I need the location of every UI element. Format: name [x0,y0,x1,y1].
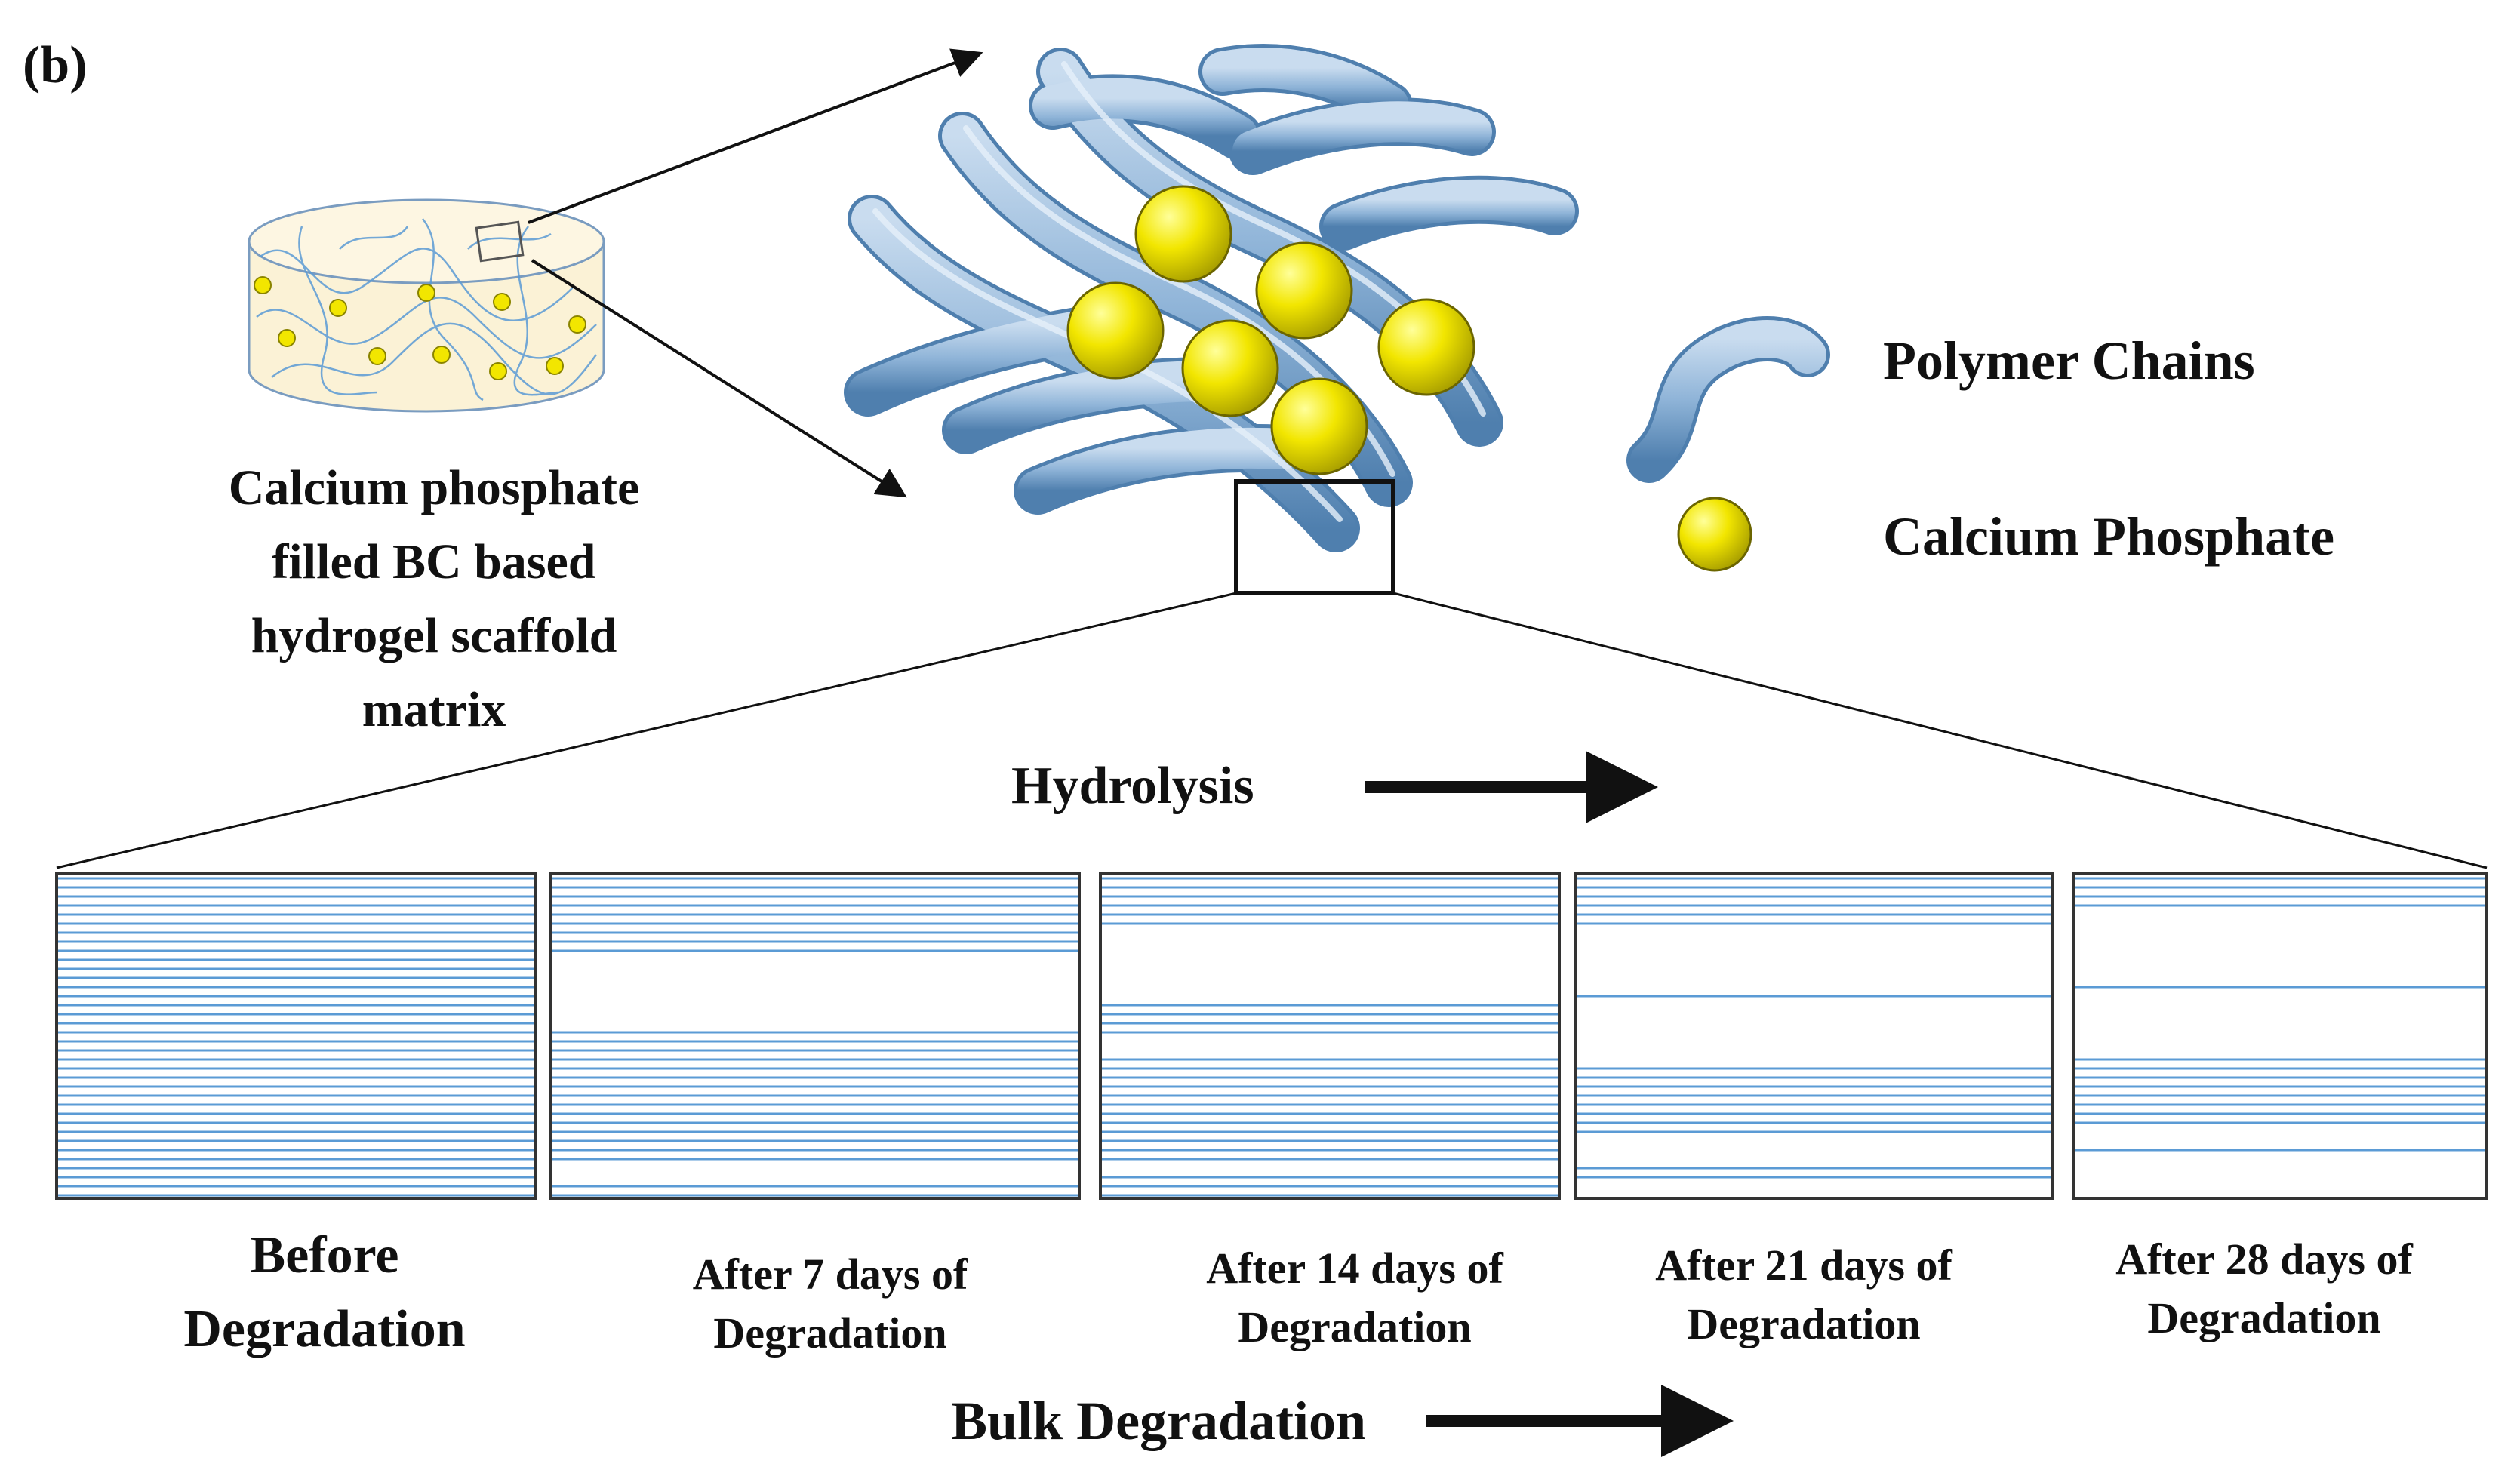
panel-border [1099,872,1561,1200]
stage-label-line: After 7 days of [692,1250,968,1299]
calcium-phosphate-legend-icon [1677,497,1752,572]
scaffold-caption: Calcium phosphate filled BC based hydrog… [170,451,698,747]
stage-label-1: After 7 days of Degradation [574,1245,1087,1363]
bulk-degradation-label: Bulk Degradation [951,1391,1367,1451]
polymer-network [844,44,1579,552]
stage-label-2: After 14 days of Degradation [1098,1239,1611,1357]
degradation-panel-1 [549,872,1081,1200]
scaffold-caption-line: matrix [362,682,506,737]
scaffold-caption-line: filled BC based [272,534,596,589]
panel-border [2072,872,2488,1200]
zoom-line-right [1392,592,2488,869]
stage-label-line: Degradation [183,1300,466,1358]
degradation-panels [55,872,2488,1200]
scaffold-caption-line: hydrogel scaffold [251,608,617,663]
arrow-to-network-top [528,48,983,224]
degradation-panel-0 [55,872,537,1200]
stage-label-3: After 21 days of Degradation [1547,1236,2060,1354]
stage-label-line: Degradation [2147,1293,2381,1342]
degradation-panel-2 [1099,872,1561,1200]
legend-polymer-chains: Polymer Chains [1883,331,2255,391]
stage-label-line: After 21 days of [1655,1241,1952,1290]
stage-label-0: Before Degradation [128,1219,521,1367]
arrow-to-network-bottom [531,259,907,498]
zoom-line-left [56,592,1237,869]
panel-label: (b) [23,36,88,94]
stage-label-line: After 28 days of [2115,1235,2413,1284]
degradation-panel-3 [1574,872,2054,1200]
panel-border [549,872,1081,1200]
zoom-box [1234,479,1395,595]
polymer-chain-legend-icon [1626,316,1830,483]
legend-calcium-phosphate: Calcium Phosphate [1883,506,2335,567]
panel-border [55,872,537,1200]
stage-label-line: Degradation [713,1308,947,1358]
stage-label-line: Degradation [1687,1299,1921,1348]
scaffold-caption-line: Calcium phosphate [228,460,640,515]
degradation-panel-4 [2072,872,2488,1200]
stage-label-line: Degradation [1238,1302,1472,1351]
stage-label-line: Before [250,1226,399,1284]
panel-border [1574,872,2054,1200]
scaffold-cylinder [248,198,605,413]
calcium-phosphate-cluster [1066,185,1475,475]
stage-label-4: After 28 days of Degradation [2008,1230,2520,1348]
stage-label-line: After 14 days of [1206,1244,1503,1293]
hydrolysis-label: Hydrolysis [1011,757,1254,815]
